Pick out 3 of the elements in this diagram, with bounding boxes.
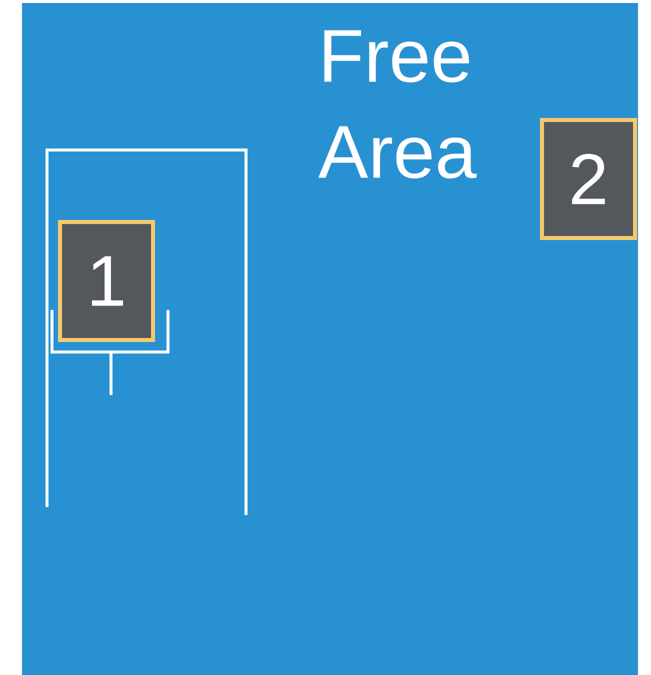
number-box: 2 xyxy=(540,118,637,240)
area-label: Free Area xyxy=(318,30,477,179)
number-box: 1 xyxy=(58,220,155,342)
